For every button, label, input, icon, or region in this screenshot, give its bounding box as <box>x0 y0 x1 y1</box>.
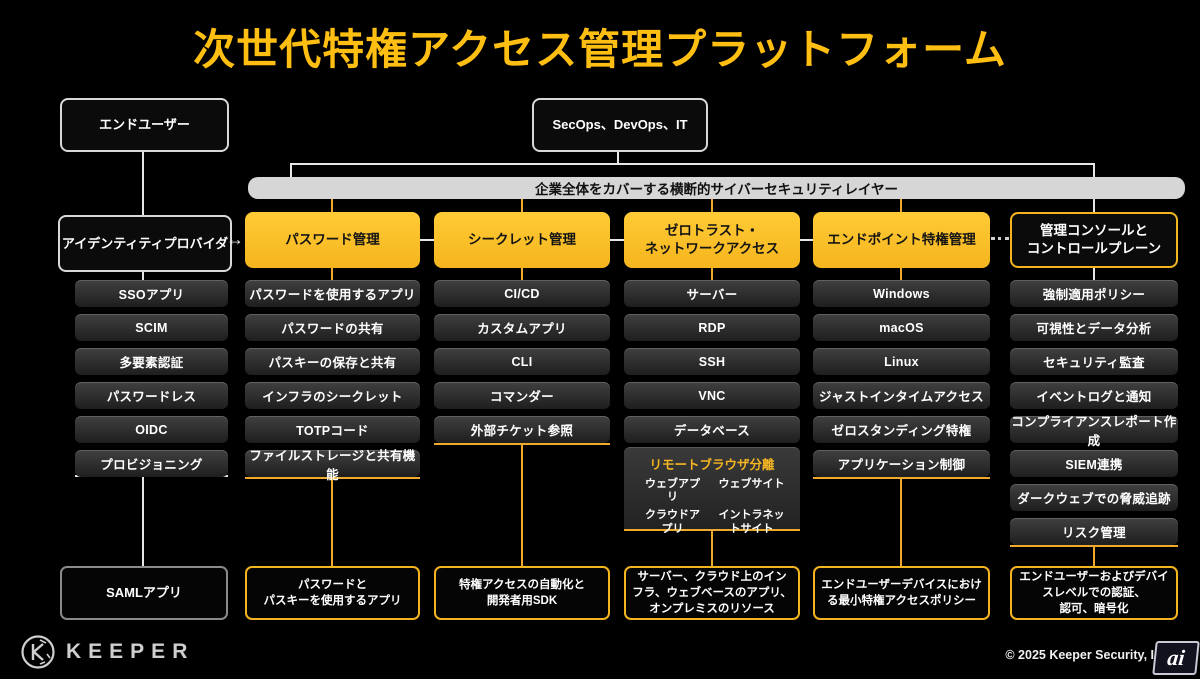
saml-app-box: SAMLアプリ <box>60 566 228 620</box>
connector-line <box>711 531 713 566</box>
item-box: 強制適用ポリシー <box>1010 280 1178 307</box>
bottom-box-servers-cloud-resources: サーバー、クラウド上のインフラ、ウェブベースのアプリ、オンプレミスのリソース <box>624 566 800 620</box>
item-box: セキュリティ監査 <box>1010 348 1178 375</box>
item-box: Linux <box>813 348 990 375</box>
page-title: 次世代特権アクセス管理プラットフォーム <box>193 26 1007 73</box>
connector-line <box>331 268 333 280</box>
copyright-text: © 2025 Keeper Security, I <box>1005 648 1154 662</box>
connector-line <box>521 443 523 566</box>
connector-line <box>331 199 333 212</box>
item-box: コンプライアンスレポート作成 <box>1010 414 1178 448</box>
item-box: SSOアプリ <box>75 280 228 307</box>
item-box: イベントログと通知 <box>1010 382 1178 409</box>
column-header-endpoint-privilege-management: エンドポイント特権管理 <box>813 212 990 268</box>
end-user-box: エンドユーザー <box>60 98 229 152</box>
item-box: パスワードレス <box>75 382 228 409</box>
item-box: CI/CD <box>434 280 610 307</box>
remote-browser-isolation-panel: リモートブラウザ分離 ウェブアプリ ウェブサイトクラウドアプリイントラネットサイト <box>624 447 800 535</box>
bidirectional-arrow-icon: ↔ <box>226 229 244 249</box>
password-management-items-stack: パスワードを使用するアプリパスワードの共有パスキーの保存と共有インフラのシークレ… <box>245 280 420 484</box>
item-box: 多要素認証 <box>75 348 228 375</box>
item-box: ゼロスタンディング特権 <box>813 416 990 443</box>
bottom-box-privileged-automation-sdk: 特権アクセスの自動化と 開発者用SDK <box>434 566 610 620</box>
item-box: カスタムアプリ <box>434 314 610 341</box>
endpoint-privilege-items-stack: Windows macOS Linux ジャストインタイムアクセスゼロスタンディング特… <box>813 280 990 484</box>
connector-line <box>290 163 292 178</box>
security-layer-bar: 企業全体をカバーする横断的サイバーセキュリティレイヤー <box>248 177 1185 199</box>
connector-line <box>617 148 619 165</box>
item-box: ジャストインタイムアクセス <box>813 382 990 409</box>
item-box: RDP <box>624 314 800 341</box>
item-box: 外部チケット参照 <box>434 416 610 443</box>
item-box: ダークウェブでの脅威追跡 <box>1010 484 1178 511</box>
connector-line <box>290 163 1095 165</box>
connector-line <box>900 268 902 280</box>
column-header-secrets-management: シークレット管理 <box>434 212 610 268</box>
item-box: インフラのシークレット <box>245 382 420 409</box>
identity-items-stack: SSOアプリ SCIM 多要素認証パスワードレス OIDC プロビジョニング <box>75 280 228 484</box>
item-box: Windows <box>813 280 990 307</box>
item-box: 可視性とデータ分析 <box>1010 314 1178 341</box>
connector-line <box>331 477 333 566</box>
remote-browser-isolation-cell: クラウドアプリ <box>645 509 700 535</box>
item-box: コマンダー <box>434 382 610 409</box>
remote-browser-isolation-cell: ウェブアプリ <box>645 478 700 504</box>
keeper-logo-icon <box>21 635 55 669</box>
item-box: パスワードの共有 <box>245 314 420 341</box>
item-box: SCIM <box>75 314 228 341</box>
connector-line <box>1093 268 1095 280</box>
item-box: データベース <box>624 416 800 443</box>
connector-line <box>142 268 144 280</box>
column-header-password-management: パスワード管理 <box>245 212 420 268</box>
item-box: プロビジョニング <box>75 450 228 477</box>
item-box: macOS <box>813 314 990 341</box>
bottom-box-least-privilege-policy: エンドユーザーデバイスにおける最小特権アクセスポリシー <box>813 566 990 620</box>
connector-line <box>1093 545 1095 566</box>
ai-watermark: ai <box>1152 641 1200 675</box>
item-box: サーバー <box>624 280 800 307</box>
dotted-connector-line <box>991 237 1009 240</box>
identity-provider-box: アイデンティティプロバイダ <box>58 215 232 272</box>
item-box: パスキーの保存と共有 <box>245 348 420 375</box>
item-box: CLI <box>434 348 610 375</box>
remote-browser-isolation-cell: イントラネットサイト <box>718 509 785 535</box>
connector-line <box>900 477 902 566</box>
connector-line <box>711 268 713 280</box>
item-box: アプリケーション制御 <box>813 450 990 477</box>
keeper-logo: KEEPER <box>20 634 194 670</box>
item-box: リスク管理 <box>1010 518 1178 545</box>
item-box: VNC <box>624 382 800 409</box>
connector-line <box>800 239 813 241</box>
connector-line <box>610 239 624 241</box>
item-box: SSH <box>624 348 800 375</box>
column-header-admin-console: 管理コンソールと コントロールプレーン <box>1010 212 1178 268</box>
secops-devops-it-box: SecOps、DevOps、IT <box>532 98 708 152</box>
remote-browser-isolation-title: リモートブラウザ分離 <box>649 458 775 472</box>
remote-browser-isolation-cell: ウェブサイト <box>718 478 785 490</box>
secrets-management-items-stack: CI/CD カスタムアプリ CLI コマンダー外部チケット参照 <box>434 280 610 450</box>
bottom-box-password-apps: パスワードと パスキーを使用するアプリ <box>245 566 420 620</box>
bottom-box-auth-encryption: エンドユーザーおよびデバイスレベルでの認証、 認可、暗号化 <box>1010 566 1178 620</box>
zero-trust-items-stack: サーバー RDP SSH VNC データベース <box>624 280 800 450</box>
connector-line <box>420 239 434 241</box>
item-box: SIEM連携 <box>1010 450 1178 477</box>
item-box: OIDC <box>75 416 228 443</box>
connector-line <box>142 475 144 566</box>
column-header-zero-trust-network-access: ゼロトラスト・ ネットワークアクセス <box>624 212 800 268</box>
connector-line <box>521 199 523 212</box>
connector-line <box>521 268 523 280</box>
connector-line <box>711 199 713 212</box>
item-box: ファイルストレージと共有機能 <box>245 449 420 482</box>
item-box: TOTPコード <box>245 416 420 443</box>
remote-browser-isolation-grid: ウェブアプリ ウェブサイトクラウドアプリイントラネットサイト <box>624 473 800 536</box>
keeper-wordmark: KEEPER <box>66 640 195 663</box>
connector-line <box>142 148 144 215</box>
item-box: パスワードを使用するアプリ <box>245 280 420 307</box>
connector-line <box>900 199 902 212</box>
admin-console-items-stack: 強制適用ポリシー可視性とデータ分析セキュリティ監査イベントログと通知コンプライア… <box>1010 280 1178 552</box>
